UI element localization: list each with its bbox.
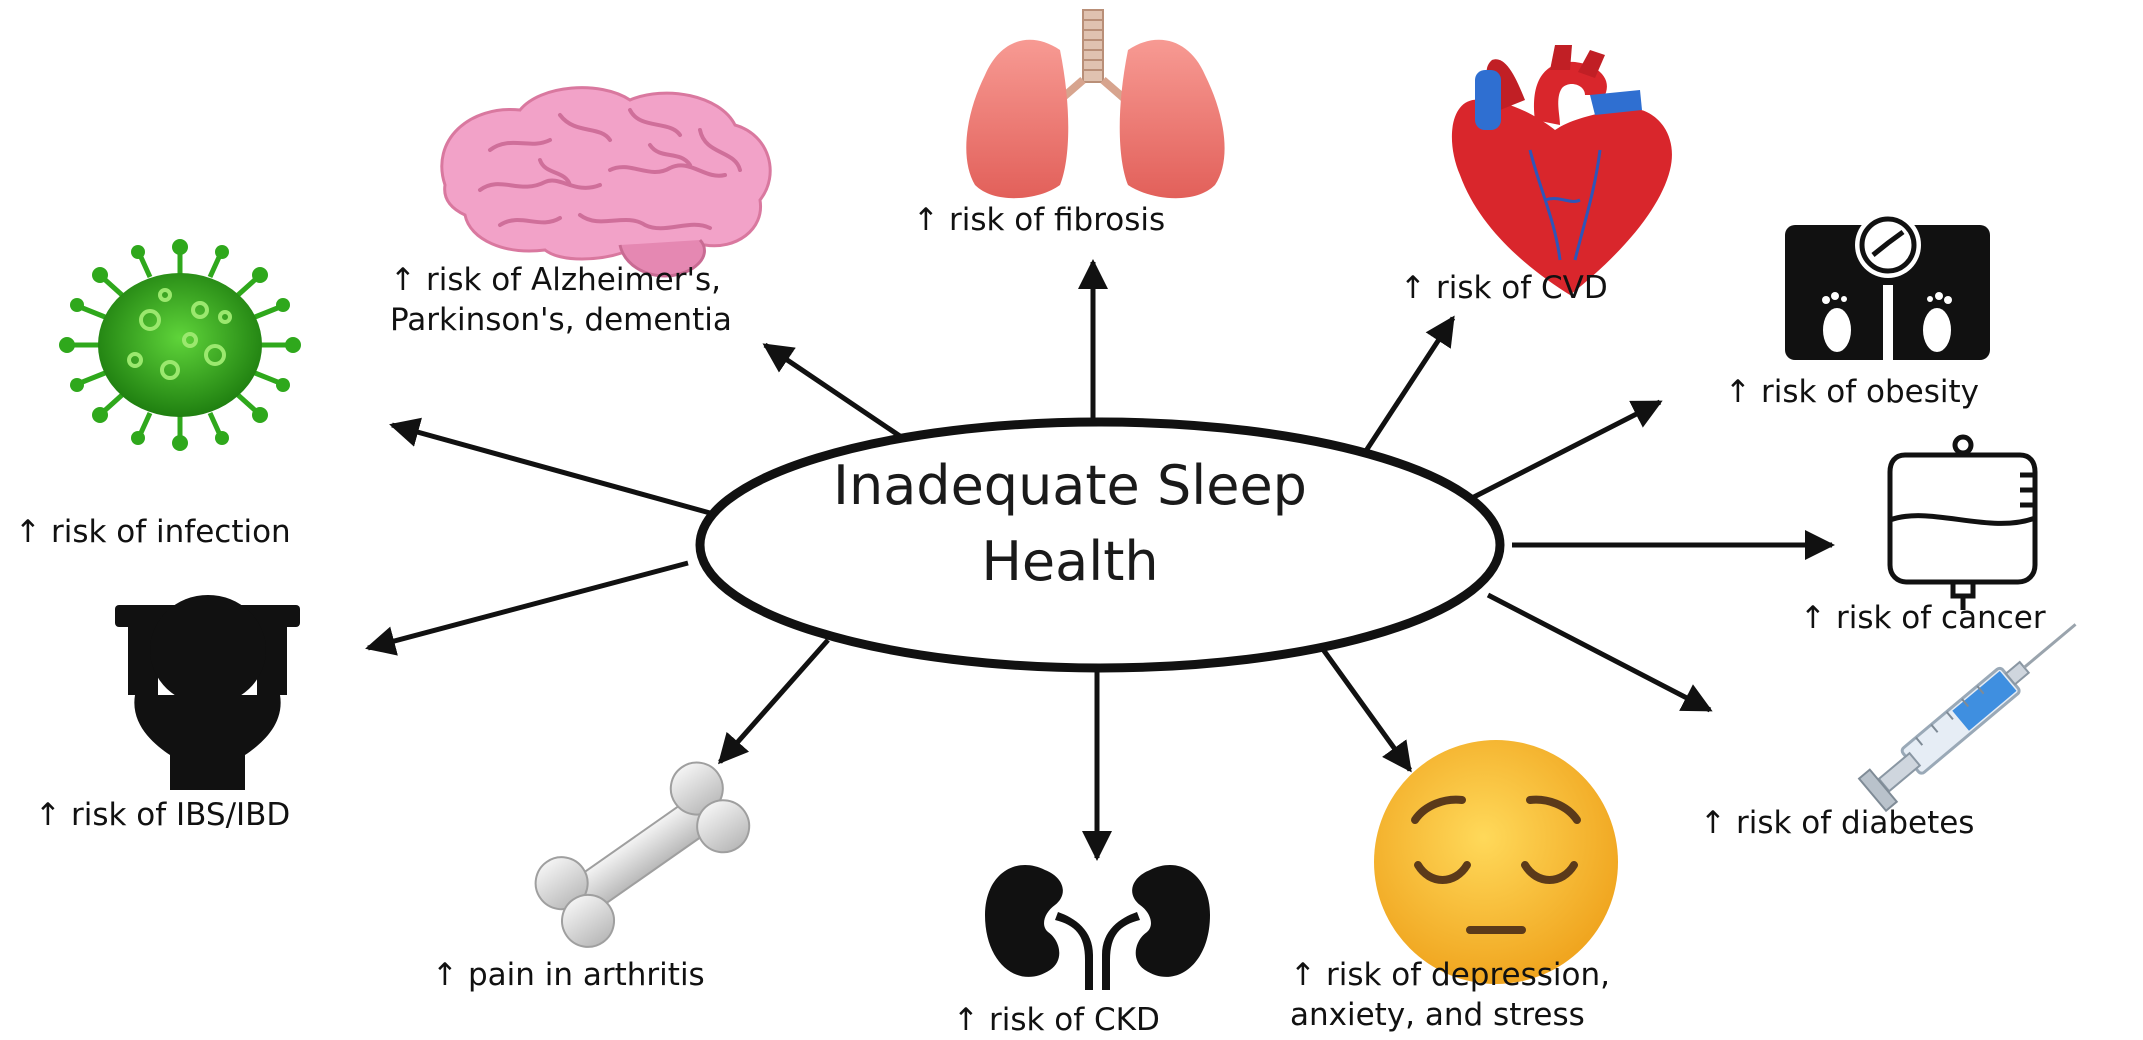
- center-title-line1: Inadequate Sleep: [690, 448, 1450, 524]
- virus-icon: [59, 239, 301, 451]
- sad-face-icon: [1374, 740, 1618, 984]
- weighing-scale-icon: [1785, 212, 1990, 360]
- label-text: risk of obesity: [1761, 374, 1979, 410]
- arrow-to-cvd: [1360, 318, 1453, 460]
- label-obesity: ↑ risk of obesity: [1725, 372, 1979, 412]
- label-text: risk of CKD: [989, 1002, 1160, 1038]
- label-ibs: ↑ risk of IBS/IBD: [35, 795, 290, 835]
- up-arrow-icon: ↑: [1800, 600, 1826, 636]
- label-cancer: ↑ risk of cancer: [1800, 598, 2046, 638]
- syringe-icon: [1859, 608, 2089, 811]
- up-arrow-icon: ↑: [953, 1002, 979, 1038]
- heart-icon: [1452, 45, 1672, 295]
- label-infection: ↑ risk of infection: [15, 512, 291, 552]
- label-ckd: ↑ risk of CKD: [953, 1000, 1160, 1040]
- up-arrow-icon: ↑: [1400, 270, 1426, 306]
- label-text: pain in arthritis: [468, 957, 705, 993]
- bone-icon: [525, 752, 759, 957]
- up-arrow-icon: ↑: [390, 262, 416, 298]
- up-arrow-icon: ↑: [432, 957, 458, 993]
- kidneys-icon: [985, 865, 1210, 990]
- label-neuro: ↑ risk of Alzheimer's, Parkinson's, demen…: [390, 260, 732, 340]
- up-arrow-icon: ↑: [15, 514, 41, 550]
- label-text: risk of fibrosis: [949, 202, 1165, 238]
- label-text-line1: risk of Alzheimer's,: [426, 262, 721, 298]
- label-depression: ↑ risk of depression, anxiety, and stress: [1290, 955, 1610, 1035]
- arrow-to-depression: [1322, 648, 1410, 770]
- label-text: risk of diabetes: [1736, 805, 1974, 841]
- label-text-line2: anxiety, and stress: [1290, 995, 1610, 1035]
- lungs-icon: [966, 10, 1224, 198]
- toilet-icon: [115, 595, 300, 790]
- arrow-to-obesity: [1468, 402, 1660, 500]
- label-text-line1: risk of depression,: [1326, 957, 1610, 993]
- center-title-line2: Health: [690, 524, 1450, 600]
- label-diabetes: ↑ risk of diabetes: [1700, 803, 1974, 843]
- up-arrow-icon: ↑: [1290, 957, 1316, 993]
- label-text: risk of infection: [51, 514, 291, 550]
- label-text: risk of cancer: [1836, 600, 2046, 636]
- arrow-to-arthritis: [720, 640, 828, 762]
- arrow-to-ibs: [368, 563, 688, 648]
- arrow-to-infection: [392, 425, 710, 513]
- up-arrow-icon: ↑: [35, 797, 61, 833]
- label-text: risk of IBS/IBD: [71, 797, 290, 833]
- label-cvd: ↑ risk of CVD: [1400, 268, 1608, 308]
- label-arthritis: ↑ pain in arthritis: [432, 955, 705, 995]
- label-text: risk of CVD: [1436, 270, 1608, 306]
- label-text-line2: Parkinson's, dementia: [390, 300, 732, 340]
- iv-bag-icon: [1890, 437, 2035, 610]
- up-arrow-icon: ↑: [1700, 805, 1726, 841]
- center-title: Inadequate Sleep Health: [690, 448, 1450, 600]
- label-fibrosis: ↑ risk of fibrosis: [913, 200, 1165, 240]
- arrow-to-diabetes: [1488, 595, 1710, 710]
- up-arrow-icon: ↑: [913, 202, 939, 238]
- up-arrow-icon: ↑: [1725, 374, 1751, 410]
- brain-icon: [442, 88, 770, 276]
